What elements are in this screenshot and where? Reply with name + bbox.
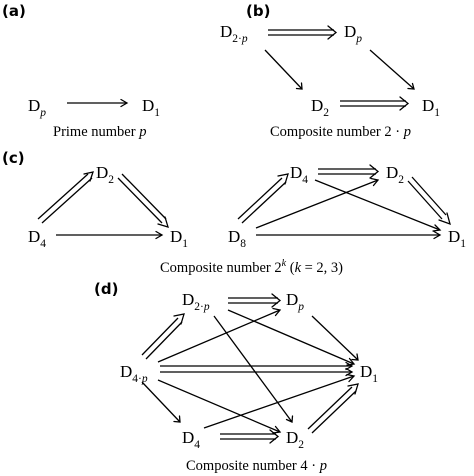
node-d1: D1 xyxy=(422,96,440,119)
arrow-d4p-to-d1-upper xyxy=(160,361,354,371)
double-arrow-d4-to-d2 xyxy=(220,429,280,444)
node-left-d2: D2 xyxy=(96,163,114,186)
node-d2p: D2·p xyxy=(220,22,248,45)
node-right-d4: D4 xyxy=(290,163,308,186)
double-arrow-right-d4-to-d2 xyxy=(318,164,380,179)
panel-b: (b) D2·p Dp D2 D1 Composite number 2 · p xyxy=(220,2,440,140)
double-arrow-left-d2-to-d1 xyxy=(117,173,169,228)
double-arrow-left-d4-to-d2 xyxy=(37,171,94,224)
node-right-d2: D2 xyxy=(386,163,404,186)
node-left-d1: D1 xyxy=(170,227,188,250)
panel-a-label: (a) xyxy=(2,2,26,20)
arrow-d4p-to-d1-lower xyxy=(160,367,354,377)
panel-c: (c) D2 D4 D1 D4 D2 D8 D1 xyxy=(2,149,466,276)
double-arrow-right-d2-to-d1 xyxy=(407,176,451,226)
node-d4: D4 xyxy=(182,428,200,451)
node-d2: D2 xyxy=(286,428,304,451)
panel-b-label: (b) xyxy=(246,2,270,20)
panel-d-label: (d) xyxy=(94,280,118,298)
node-dp: Dp xyxy=(28,96,46,119)
arrow-dp-to-d1 xyxy=(311,315,359,361)
node-right-d1: D1 xyxy=(448,227,466,250)
arrow-right-d4-to-d1 xyxy=(314,179,442,232)
node-d4p: D4·p xyxy=(120,362,148,385)
arrow-right-d8-to-d2 xyxy=(255,177,380,229)
double-arrow-d2-to-d1 xyxy=(340,96,410,111)
arrow-dp-to-d1 xyxy=(67,98,129,108)
panel-c-label: (c) xyxy=(2,149,25,167)
node-dp: Dp xyxy=(286,290,304,313)
node-d2p: D2·p xyxy=(182,290,210,313)
arrow-right-d8-to-d1 xyxy=(256,230,442,240)
panel-a: (a) Dp D1 Prime number p xyxy=(2,2,160,140)
arrow-d2p-to-d2 xyxy=(264,49,303,90)
arrow-d4p-to-d2 xyxy=(157,379,282,434)
panel-a-caption: Prime number p xyxy=(53,124,146,140)
arrow-d4-to-d1 xyxy=(203,373,356,429)
node-right-d8: D8 xyxy=(228,227,246,250)
panel-b-caption: Composite number 2 · p xyxy=(270,124,411,140)
panel-d: (d) D2·p Dp D4·p D1 D4 D2 xyxy=(94,280,378,474)
node-d1: D1 xyxy=(360,362,378,385)
arrow-d4p-to-d4 xyxy=(141,381,181,423)
panel-d-caption: Composite number 4 · p xyxy=(186,458,327,474)
double-arrow-d2p-to-dp xyxy=(268,25,338,40)
double-arrow-d2-to-d1 xyxy=(307,383,359,434)
node-d1: D1 xyxy=(142,96,160,119)
node-d2: D2 xyxy=(311,96,329,119)
double-arrow-d2p-to-dp xyxy=(228,293,282,308)
double-arrow-right-d8-to-d4 xyxy=(237,173,289,224)
arrow-d4p-to-dp xyxy=(157,307,282,363)
panel-c-caption: Composite number 2k (k = 2, 3) xyxy=(160,258,343,276)
arrow-d2p-to-d2 xyxy=(213,315,294,423)
arrow-left-d4-to-d1 xyxy=(56,230,164,240)
arrow-dp-to-d1 xyxy=(369,49,415,90)
node-left-d4: D4 xyxy=(28,227,46,250)
double-arrow-d4p-to-d2p xyxy=(141,313,185,360)
node-dp: Dp xyxy=(344,22,362,45)
